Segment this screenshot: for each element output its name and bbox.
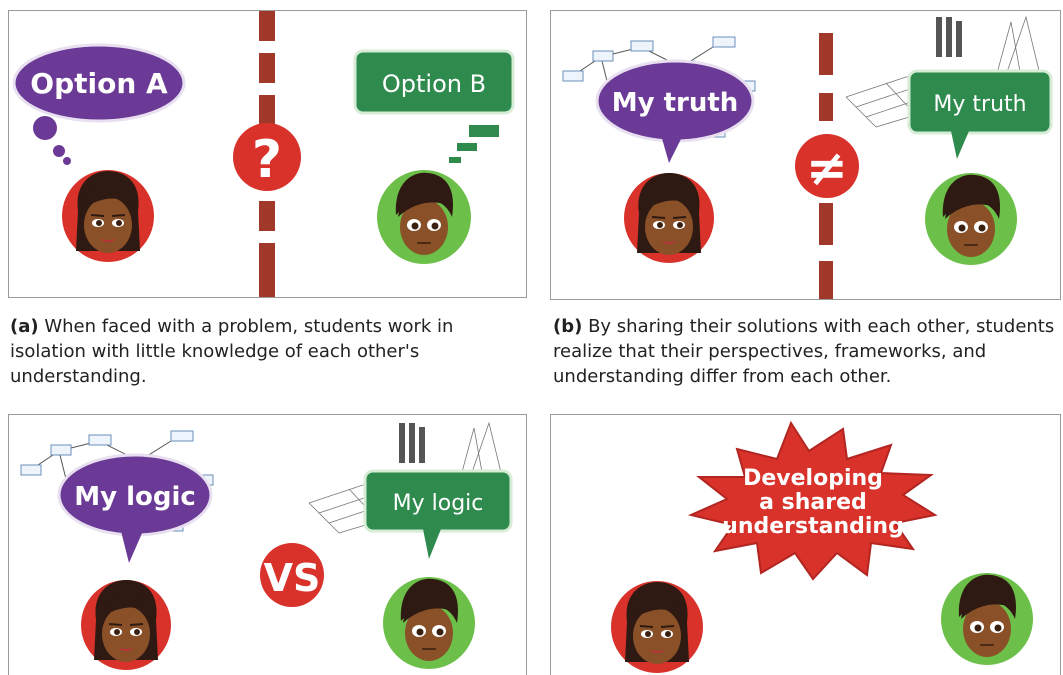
bubble-right-c-text: My logic — [393, 491, 484, 516]
caption-a-text: When faced with a problem, students work… — [10, 316, 454, 387]
vs-circle — [260, 543, 324, 607]
panel-a-illustration: ? Option A Option B — [12, 11, 515, 297]
caption-b: (b) By sharing their solutions with each… — [553, 314, 1058, 389]
caption-b-text: By sharing their solutions with each oth… — [553, 316, 1055, 387]
bubble-right-b — [907, 69, 1053, 135]
bubble-left-a-text: Option A — [30, 67, 168, 100]
burst-line-1: Developing — [743, 466, 883, 491]
center-symbol-a: ? — [252, 130, 282, 190]
caption-a: (a) When faced with a problem, students … — [10, 314, 510, 389]
center-symbol-b: ≠ — [806, 139, 848, 197]
center-symbol-c: VS — [264, 556, 321, 600]
divider-wall — [259, 11, 275, 297]
bubble-left-b-text: My truth — [612, 88, 739, 118]
bubble-left-c-text: My logic — [74, 482, 196, 512]
bubble-right-a-text: Option B — [382, 70, 486, 98]
panel-c-illustration: My logic My logic VS — [20, 422, 513, 670]
bubble-left-a — [12, 43, 186, 123]
not-equal-circle — [795, 134, 859, 198]
panel-d-illustration: Developing a shared understanding — [611, 420, 1033, 673]
divider-wall — [819, 33, 833, 299]
panel-c: My logic My logic VS — [8, 414, 527, 675]
starburst — [687, 420, 938, 581]
burst-line-2: a shared — [759, 490, 867, 515]
bubble-right-b-text: My truth — [933, 92, 1026, 117]
panel-a: ? Option A Option B — [8, 10, 527, 298]
bubble-right-a — [353, 49, 515, 115]
panel-b-illustration: ≠ My truth My truth — [562, 16, 1053, 299]
panel-b: ≠ My truth My truth — [550, 10, 1061, 300]
burst-line-3: understanding — [722, 514, 904, 539]
question-circle — [233, 123, 301, 191]
caption-b-label: (b) — [553, 316, 583, 337]
panel-d: Developing a shared understanding — [550, 414, 1061, 675]
caption-a-label: (a) — [10, 316, 39, 337]
